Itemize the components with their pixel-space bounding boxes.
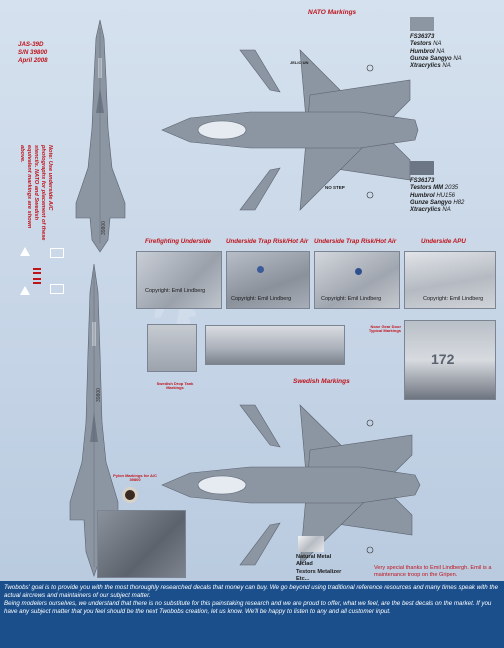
warning-triangle-icon [20,247,30,256]
paint-brand: Testors [410,41,432,48]
thanks-note: Very special thanks to Emil Lindbergh. E… [374,565,492,578]
paint-code: HU156 [436,192,456,199]
natural-metal-swatch [298,536,324,552]
note-text: Use underside A/C photographs for placem… [19,145,53,241]
aircraft-designation: JAS-39D [18,41,44,48]
no-step-label: NO STEP [325,185,345,190]
aircraft-info: JAS-39D S/N 39800 April 2008 [18,41,58,64]
aircraft-serial: S/N 39800 [18,48,48,56]
natural-metal-item: Natural Metal [296,554,332,560]
paint-brand: Xtracrylics [410,63,441,70]
photo-apu: Copyright: Emil Lindberg [404,251,496,309]
photo-drop-tank-2 [205,325,345,365]
side-view-lower [69,263,119,577]
natural-metal-item: Etc... [296,575,310,582]
paint-code: NA [442,207,451,214]
paint-swatch-lower [410,161,434,175]
photo-copyright: Copyright: Emil Lindberg [145,288,206,294]
photo-header-firefighting: Firefighting Underside [145,238,212,245]
red-stripe-icon [33,268,41,274]
paint-code: 2035 [444,185,459,192]
paint-brand: Humbrol [410,48,435,55]
pylon-marker-icon [122,487,138,503]
photo-firefighting: Copyright: Emil Lindberg [136,251,222,309]
paint-list-upper: FS36373 Testors NA Humbrol NA Gunze Sang… [410,34,462,71]
footer: Twobobs' goal is to provide you with the… [0,581,504,648]
pylon-callout: Pylon Markings for A/C 39800 [113,473,157,483]
footer-paragraph-2: Being modelers ourselves, we understand … [4,600,492,616]
side-view-upper [75,19,126,253]
photo-nose-gear: 172 [404,320,496,400]
photo-drop-tank-1 [147,324,197,372]
stencil-box-icon [50,284,64,294]
warning-triangle-icon [20,286,30,295]
nose-gear-callout: Nose Gear Door Typical Markings [368,324,401,334]
jelio-label: JELIO UN [290,60,309,65]
paint-brand: Gunze Sangyo [410,55,452,62]
paint-fs-upper: FS36373 [410,34,435,40]
photo-pylon [97,510,186,578]
swedish-markings-title: Swedish Markings [293,378,350,385]
paint-code: NA [442,63,451,70]
natural-metal-item: Testors Metalizer [296,568,342,575]
photo-copyright: Copyright: Emil Lindberg [423,296,484,302]
aircraft-date: April 2008 [18,56,48,64]
nato-markings-title: NATO Markings [308,9,357,16]
photo-header-trap-2: Underside Trap Risk/Hot Air [314,238,397,245]
photo-copyright: Copyright: Emil Lindberg [231,296,292,302]
paint-code: NA [433,41,442,48]
paint-code: H82 [453,199,465,206]
top-view-nato [161,49,419,211]
note-label: Note: [47,145,53,160]
red-stripe-icon [33,278,41,284]
paint-swatch-upper [410,17,434,31]
drop-tank-callout: Swedish Drop Tank Markings [156,381,194,391]
paint-code: NA [453,55,462,62]
natural-metal-item: Alclad [296,561,313,568]
paint-fs-lower: FS36173 [410,178,435,184]
placement-note: Note: Use underside A/C photographs for … [18,145,53,243]
photo-copyright: Copyright: Emil Lindberg [321,296,382,302]
photo-header-apu: Underside APU [421,238,466,245]
paint-list-lower: FS36173 Testors MM 2035 Humbrol HU156 Gu… [410,178,464,215]
photo-trap-2: Copyright: Emil Lindberg [314,251,400,309]
stencil-box-icon [50,248,64,258]
photo-trap-1: Copyright: Emil Lindberg [226,251,310,309]
footer-paragraph-1: Twobobs' goal is to provide you with the… [4,584,499,600]
paint-brand: Gunze Sangyo [410,199,452,206]
top-view-swedish [161,404,421,566]
paint-brand: Testors MM [410,185,444,192]
serial-stencil-2: 39800 [95,388,102,402]
natural-metal-list: Natural Metal Alclad Testors Metalizer E… [296,554,362,583]
serial-stencil-1: 39800 [100,221,107,235]
paint-brand: Humbrol [410,192,435,199]
paint-code: NA [436,48,445,55]
photo-header-trap-1: Underside Trap Risk/Hot Air [226,238,309,245]
paint-brand: Xtracrylics [410,207,441,214]
